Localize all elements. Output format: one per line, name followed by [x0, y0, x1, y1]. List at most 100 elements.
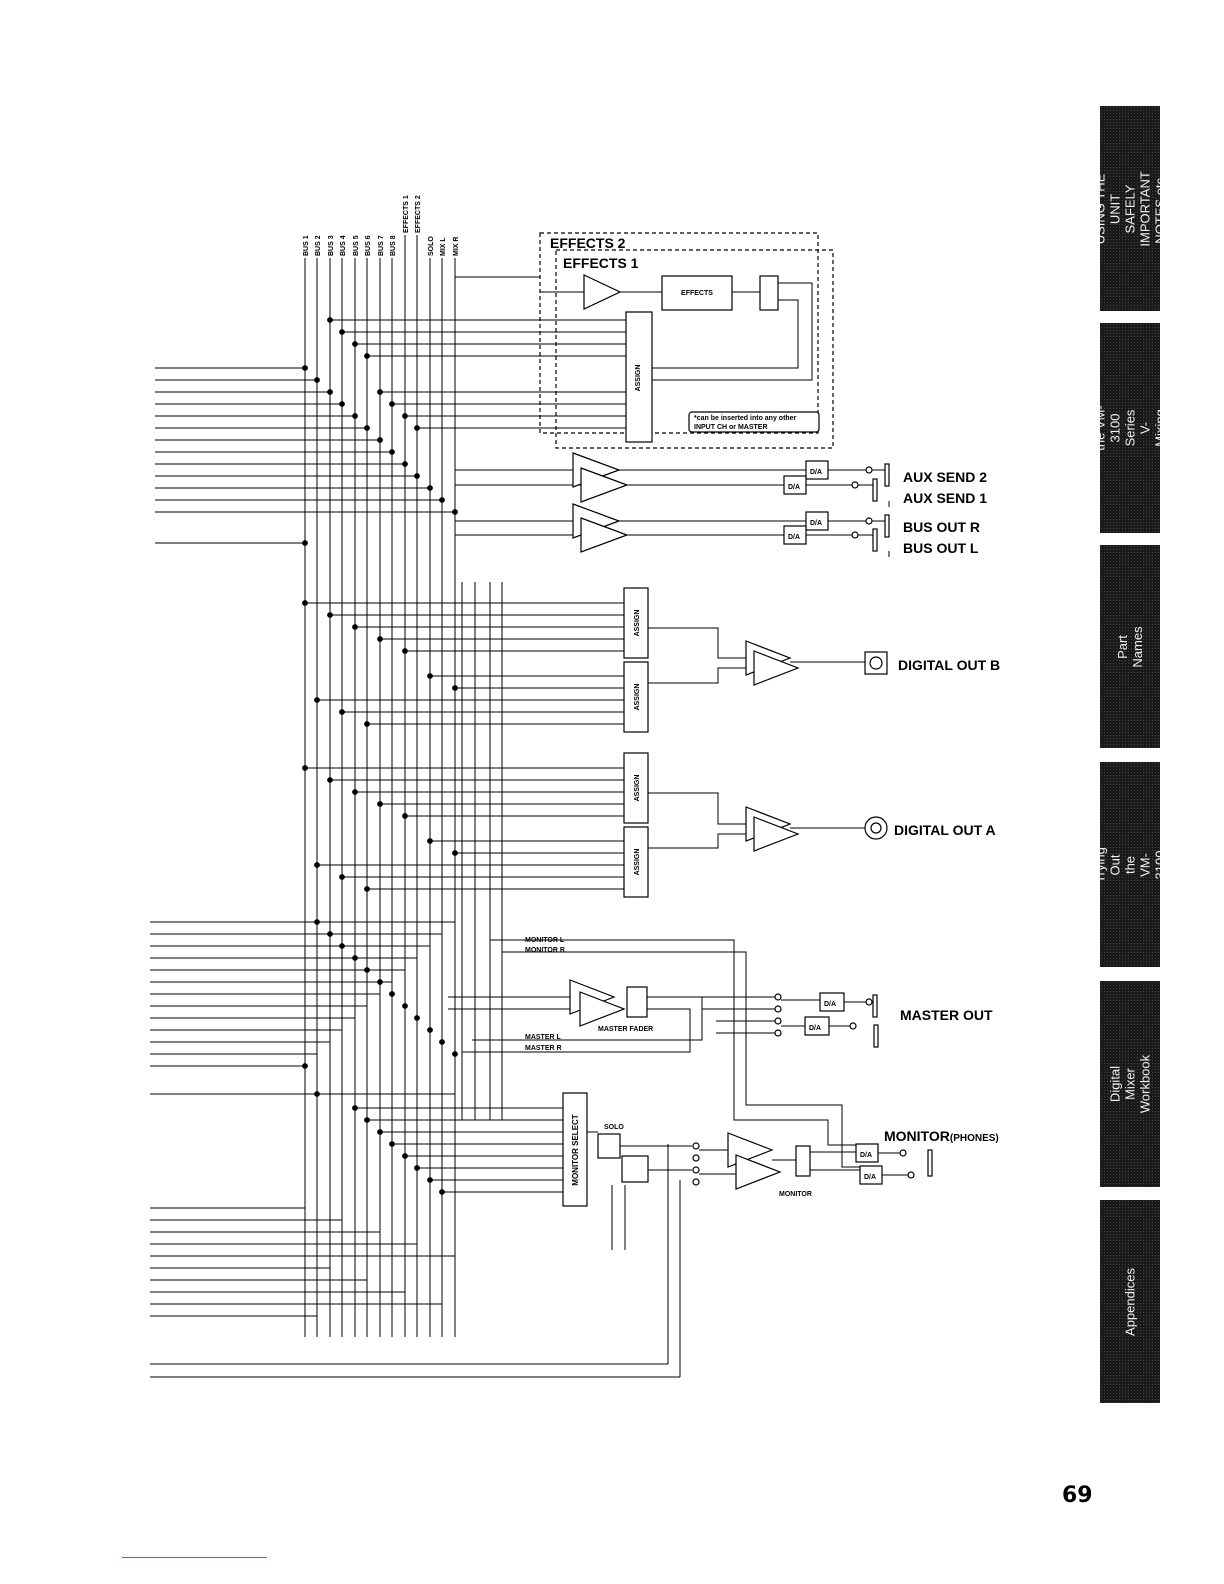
master-out-label: MASTER OUT	[900, 1007, 993, 1023]
tab-part-names[interactable]: Part Names	[1100, 545, 1160, 748]
junction-dot	[402, 461, 408, 467]
switch-contact	[851, 481, 859, 489]
solo-label: SOLO	[604, 1124, 624, 1131]
junction-dot	[389, 1141, 395, 1147]
jack	[884, 514, 890, 538]
output-amp	[580, 467, 629, 503]
junction-dot	[402, 1153, 408, 1159]
junction-dot	[302, 1063, 308, 1069]
junction-dot	[427, 1027, 433, 1033]
jack	[872, 478, 878, 502]
tab-digital-mixer-workbook[interactable]: Digital Mixer Workbook	[1100, 981, 1160, 1187]
effects2-box	[539, 232, 819, 434]
da-label: D/A	[860, 1152, 872, 1159]
junction-dot	[377, 636, 383, 642]
junction-dot	[327, 389, 333, 395]
junction-dot	[439, 1039, 445, 1045]
effects-note-line1: *can be inserted into any other	[694, 415, 797, 422]
junction-dot	[377, 437, 383, 443]
monitor-amp	[735, 1154, 782, 1190]
monitor-phones-sub: (PHONES)	[950, 1133, 999, 1144]
bus-label: BUS 8	[390, 235, 397, 256]
junction-dot	[389, 449, 395, 455]
digital-out-a-jack-core	[870, 822, 882, 834]
junction-dot	[389, 401, 395, 407]
junction-dot	[452, 509, 458, 515]
switch-contact	[774, 1005, 782, 1013]
junction-dot	[302, 540, 308, 546]
effects-note-box	[688, 411, 820, 433]
output-amp	[753, 650, 800, 686]
junction-dot	[327, 931, 333, 937]
wire	[462, 1008, 691, 1053]
junction-dot	[452, 1051, 458, 1057]
da-converter	[819, 992, 845, 1012]
junction-dot	[452, 850, 458, 856]
digital-out-b-label: DIGITAL OUT B	[898, 657, 1000, 673]
switch-contact	[865, 998, 873, 1006]
switch-contact	[692, 1166, 700, 1174]
tab-digital-mixer-workbook-label: Digital Mixer Workbook	[1107, 1054, 1153, 1114]
footer-rule	[122, 1557, 267, 1558]
bus-label: EFFECTS 2	[415, 195, 422, 233]
output-amp	[580, 517, 629, 553]
tab-using-unit-safely-label: USING THE UNIT SAFELY IMPORTANT NOTES et…	[1100, 170, 1160, 247]
tab-appendices[interactable]: Appendices	[1100, 1200, 1160, 1403]
junction-dot	[364, 425, 370, 431]
junction-dot	[339, 329, 345, 335]
bus-label: BUS 7	[378, 235, 385, 256]
switch-contact	[907, 1171, 915, 1179]
junction-dot	[414, 1015, 420, 1021]
junction-dot	[439, 1189, 445, 1195]
junction-dot	[314, 919, 320, 925]
junction-dot	[314, 697, 320, 703]
tab-what-is-vm3100[interactable]: What is the VM-3100 Series V-Mixing Stat…	[1100, 323, 1160, 533]
junction-dot	[439, 497, 445, 503]
bus-out-r-label: BUS OUT R	[903, 519, 980, 535]
da-label: D/A	[809, 1025, 821, 1032]
assign-block	[623, 661, 649, 733]
effects2-title: EFFECTS 2	[550, 235, 626, 251]
bus-label: BUS 4	[340, 235, 347, 256]
master-fader-label: MASTER FADER	[598, 1026, 653, 1033]
switch-contact	[774, 1029, 782, 1037]
da-label: D/A	[810, 520, 822, 527]
wire	[648, 667, 754, 684]
junction-dot	[427, 485, 433, 491]
monitor-select-block	[562, 1092, 588, 1207]
effects-note-line2: INPUT CH or MASTER	[694, 424, 768, 431]
tab-using-unit-safely[interactable]: USING THE UNIT SAFELY IMPORTANT NOTES et…	[1100, 106, 1160, 311]
junction-dot	[314, 862, 320, 868]
effects-assign-block	[625, 311, 653, 443]
assign-block	[623, 752, 649, 824]
effects-return	[640, 299, 799, 369]
tab-trying-out[interactable]: Trying Out the VM-3100	[1100, 762, 1160, 967]
assign-label: ASSIGN	[634, 849, 641, 876]
bus-out-l-label: BUS OUT L	[903, 540, 979, 556]
wire	[472, 996, 703, 1041]
da-converter-labels: D/AD/AD/AD/AD/AD/AD/AD/A	[788, 469, 876, 1181]
solo-switch	[597, 1133, 621, 1159]
junction-dot	[427, 1177, 433, 1183]
bus-label: BUS 1	[303, 235, 310, 256]
junction-dot	[402, 1003, 408, 1009]
jack	[873, 1024, 879, 1048]
junction-dot	[414, 473, 420, 479]
junction-dot	[364, 721, 370, 727]
digital-out-a-label: DIGITAL OUT A	[894, 822, 996, 838]
junction-dot	[402, 813, 408, 819]
effects1-box	[555, 249, 834, 449]
monitor-r-label: MONITOR R	[525, 947, 565, 954]
effects-block-label: EFFECTS	[681, 290, 713, 297]
switch-contact	[692, 1178, 700, 1186]
wire	[648, 833, 754, 849]
master-r-label: MASTER R	[525, 1045, 562, 1052]
junction-dot	[402, 648, 408, 654]
assign-label: ASSIGN	[634, 775, 641, 802]
da-converter	[804, 1016, 830, 1036]
tab-trying-out-label: Trying Out the VM-3100	[1100, 846, 1160, 883]
switch-contact	[849, 1022, 857, 1030]
junction-dot	[352, 1105, 358, 1111]
da-converter	[783, 475, 807, 495]
bus-label: MIX L	[440, 237, 447, 256]
